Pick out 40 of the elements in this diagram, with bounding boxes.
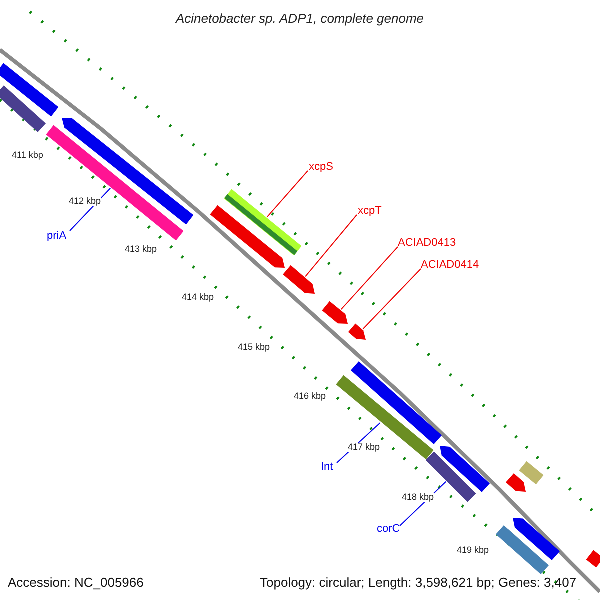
scale-label: 417 kbp (348, 443, 380, 452)
gene-bar (496, 526, 549, 574)
gene-bar (210, 205, 285, 268)
gene-bar (506, 474, 526, 492)
scale-label: 415 kbp (238, 343, 270, 352)
gene-label: Int (321, 462, 334, 473)
scale-label: 414 kbp (182, 293, 214, 302)
scale-label: 411 kbp (12, 151, 44, 160)
leader-line (266, 170, 308, 218)
gene-bar (440, 446, 490, 492)
gene-bar (336, 375, 434, 460)
leader-line (305, 214, 358, 278)
gene-bar (513, 518, 560, 560)
leader-line (340, 246, 398, 310)
gene-bar (0, 86, 46, 132)
gene-bar (519, 461, 544, 485)
gene-bar (348, 324, 366, 340)
scale-label: 412 kbp (69, 197, 102, 206)
gene-bar (46, 125, 184, 241)
gene-label: priA (47, 231, 67, 242)
gene-bar (351, 362, 442, 444)
gene-bar (224, 189, 302, 256)
footer-text: Accession: NC_005966 (8, 576, 144, 589)
gene-label: ACIAD0413 (398, 238, 456, 249)
gene-label: ACIAD0414 (421, 260, 480, 271)
gene-bar (586, 550, 600, 568)
title: Acinetobacter sp. ADP1, complete genome (174, 12, 426, 25)
scale-label: 419 kbp (457, 546, 490, 555)
footer-text: Topology: circular; Length: 3,598,621 bp; Genes: 3,407 (260, 576, 577, 589)
gene-bar (322, 301, 348, 324)
gene-bar (62, 118, 194, 225)
scale-label: 418 kbp (402, 493, 434, 502)
gene-bar (0, 63, 59, 117)
gene-label: corC (377, 524, 400, 535)
scale-label: 413 kbp (125, 245, 158, 254)
leader-line (362, 268, 422, 330)
scale-label: 416 kbp (294, 392, 326, 401)
gene-bar (283, 265, 315, 294)
gene-label: xcpT (358, 206, 382, 217)
gene-label: xcpS (309, 162, 334, 173)
